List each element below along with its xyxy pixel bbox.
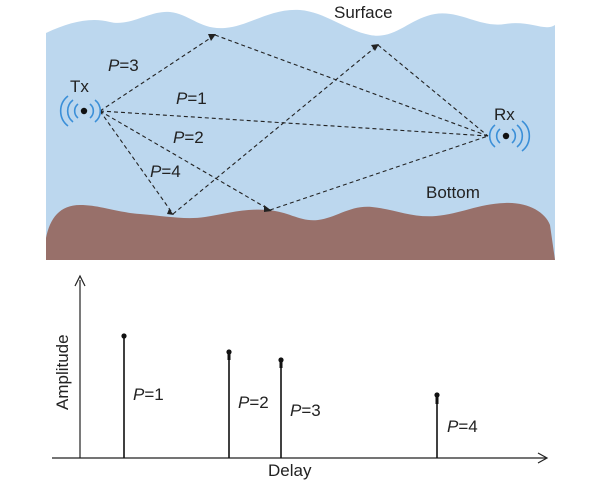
transmitter-signal-icon [59,95,102,127]
chart-path-label-4: P=4 [447,417,478,436]
impulse-response-chart: Amplitude Delay P=1 P=2 P=3 P=4 [52,274,549,480]
impulse-tip-1 [121,333,127,339]
chart-path-label-3: P=3 [290,401,321,420]
arrowhead [167,209,174,215]
surface-label: Surface [334,3,393,22]
scene-path-label-2: P=2 [173,128,204,147]
chart-path-label-2: P=2 [238,393,269,412]
x-axis-label: Delay [268,461,312,480]
y-axis-label: Amplitude [53,334,72,410]
path-4-bottom-out [99,110,174,215]
path-1-direct [99,110,489,137]
arrowhead [371,44,379,51]
path-4-surface-mid [172,44,379,215]
path-2-bottom-out [99,110,271,211]
scene-path-label-3: P=3 [108,56,139,75]
scene-path-label-4: P=4 [150,162,181,181]
arrowhead [264,205,272,212]
path-2-bottom-in [269,135,489,211]
arrowhead [208,34,216,41]
seabed [46,202,555,260]
path-4-surface-in [377,44,489,137]
propagation-paths [99,34,489,215]
bottom-label: Bottom [426,183,480,202]
receiver-signal-icon [488,120,531,152]
rx-label: Rx [494,105,515,124]
x-axis-arrow [537,452,549,464]
scene-path-label-1: P=1 [176,89,207,108]
path-3-surface-out [99,34,216,112]
y-axis-arrow [74,274,86,287]
water-body [46,9,555,260]
tx-label: Tx [70,77,89,96]
chart-path-label-1: P=1 [133,385,164,404]
